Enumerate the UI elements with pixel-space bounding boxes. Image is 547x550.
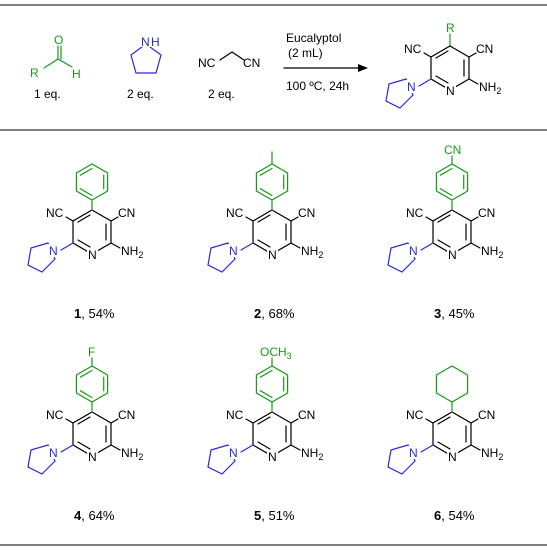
cn-label: CN xyxy=(298,408,315,422)
malononitrile-equiv: 2 eq. xyxy=(208,87,235,101)
product-caption: 3, 45% xyxy=(434,306,475,321)
product-caption: 1, 54% xyxy=(74,306,115,321)
reaction-arrowhead xyxy=(358,64,368,72)
product-pyrrolidine-nitrogen: N xyxy=(407,80,416,94)
phenyl-group xyxy=(75,163,109,201)
nh2-label: NH2 xyxy=(121,446,143,462)
pyrrolidine-structure: N H xyxy=(130,33,162,74)
4-methoxyphenyl-group: OCH3 xyxy=(255,345,292,403)
product-structure: R N NC CN NH2 N xyxy=(385,21,501,109)
ring-nitrogen: N xyxy=(448,248,457,262)
ring-nitrogen: N xyxy=(88,248,97,262)
para-substituent-label: OCH3 xyxy=(260,345,292,361)
product-nc: NC xyxy=(404,42,422,56)
pyrrolidine-nitrogen: N xyxy=(409,446,418,460)
product-ring-nitrogen: N xyxy=(446,84,455,98)
ring-nitrogen: N xyxy=(268,248,277,262)
aldehyde-oxygen: O xyxy=(54,33,63,47)
p-tolyl-group xyxy=(255,151,289,201)
4-fluorophenyl-group: F xyxy=(75,345,109,403)
product-cn: CN xyxy=(476,42,493,56)
product-5: N NC CN NH2 N OCH3 5, 51% xyxy=(207,345,323,523)
aldehyde-equiv: 1 eq. xyxy=(34,87,61,101)
condition-solvent: Eucalyptol xyxy=(286,31,341,45)
pyrrolidine-equiv: 2 eq. xyxy=(127,87,154,101)
cn-label: CN xyxy=(478,408,495,422)
para-substituent-label: F xyxy=(88,345,95,359)
cn-label: CN xyxy=(478,206,495,220)
pyrrolidine-nitrogen: N xyxy=(409,244,418,258)
product-3: N NC CN NH2 N CN 3, 45% xyxy=(387,143,503,321)
pyrrolidine-nitrogen: N xyxy=(229,244,238,258)
pyrrolidine-hydrogen: H xyxy=(151,35,160,49)
ring-nitrogen: N xyxy=(88,450,97,464)
condition-volume: (2 mL) xyxy=(288,46,323,60)
aldehyde-hydrogen: H xyxy=(72,67,81,81)
nh2-label: NH2 xyxy=(481,244,503,260)
cn-label: CN xyxy=(118,206,135,220)
malononitrile-cn: CN xyxy=(243,56,260,70)
product-caption: 6, 54% xyxy=(434,508,475,523)
nc-label: NC xyxy=(226,206,244,220)
nh2-label: NH2 xyxy=(121,244,143,260)
nc-label: NC xyxy=(406,408,424,422)
ring-nitrogen: N xyxy=(268,450,277,464)
nc-label: NC xyxy=(226,408,244,422)
product-4: N NC CN NH2 N F 4, 64% xyxy=(27,345,143,523)
cn-label: CN xyxy=(118,408,135,422)
malononitrile-structure: NC CN xyxy=(198,51,260,70)
product-r-group: R xyxy=(446,21,455,35)
nc-label: NC xyxy=(406,206,424,220)
cn-label: CN xyxy=(298,206,315,220)
product-caption: 5, 51% xyxy=(254,508,295,523)
nh2-label: NH2 xyxy=(481,446,503,462)
product-nh2: NH2 xyxy=(479,80,501,96)
pyrrolidine-nitrogen: N xyxy=(229,446,238,460)
cyclohexyl-group xyxy=(435,365,469,403)
4-cyanophenyl-group: CN xyxy=(435,143,469,201)
pyrrolidine-nitrogen: N xyxy=(49,446,58,460)
product-caption: 4, 64% xyxy=(74,508,115,523)
para-substituent-label: CN xyxy=(444,143,461,157)
nh2-label: NH2 xyxy=(301,244,323,260)
condition-temp-time: 100 ºC, 24h xyxy=(286,79,349,93)
product-2: N NC CN NH2 N 2, 68% xyxy=(207,151,323,321)
product-1: N NC CN NH2 N 1, 54% xyxy=(27,163,143,321)
product-caption: 2, 68% xyxy=(254,306,295,321)
nc-label: NC xyxy=(46,206,64,220)
aldehyde-r-group: R xyxy=(30,66,39,80)
pyrrolidine-nitrogen: N xyxy=(49,244,58,258)
ring-nitrogen: N xyxy=(448,450,457,464)
nh2-label: NH2 xyxy=(301,446,323,462)
pyrrolidine-nitrogen: N xyxy=(141,35,150,49)
aldehyde-structure: O R H xyxy=(30,33,81,81)
product-6: N NC CN NH2 N 6, 54% xyxy=(387,365,503,523)
malononitrile-nc: NC xyxy=(198,56,216,70)
nc-label: NC xyxy=(46,408,64,422)
